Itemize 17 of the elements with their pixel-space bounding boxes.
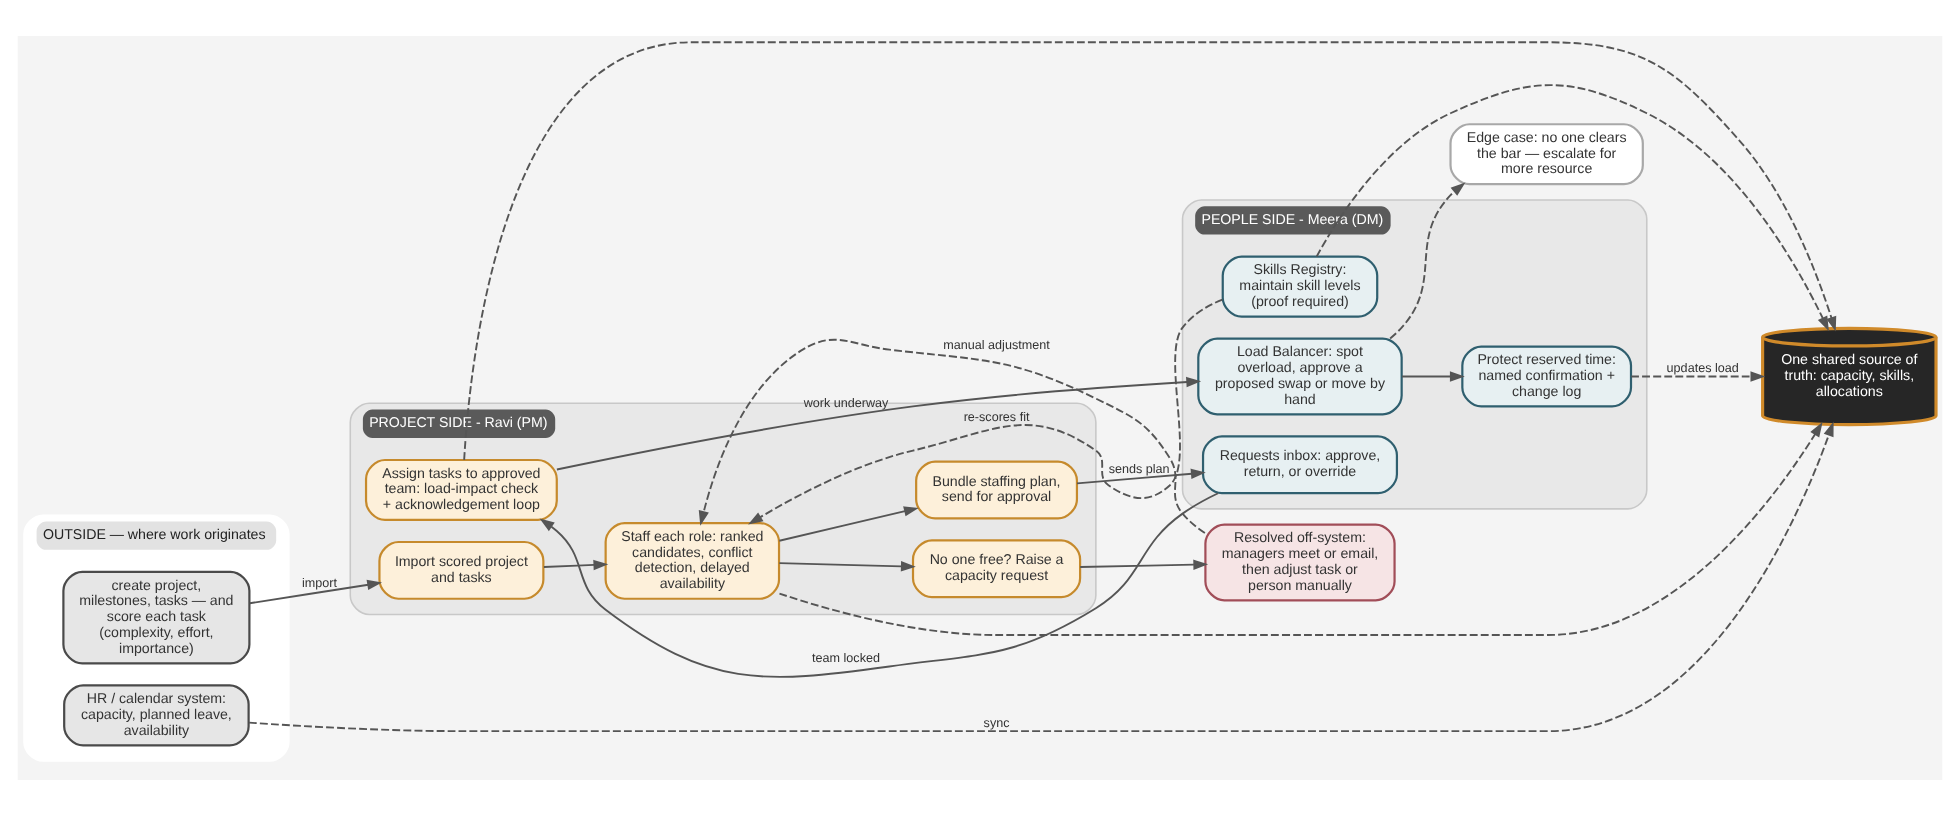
arrow xyxy=(778,422,1823,636)
arrow xyxy=(248,421,1834,733)
arrow xyxy=(539,492,1220,678)
arrow xyxy=(1076,468,1206,485)
arrow xyxy=(555,376,1202,471)
arrow xyxy=(698,338,1206,534)
arrow xyxy=(463,41,1837,461)
arrow xyxy=(542,559,609,571)
arrow xyxy=(748,298,1224,525)
arrow xyxy=(1079,559,1209,570)
arrow xyxy=(778,506,919,542)
arrow xyxy=(1401,371,1465,382)
arrow xyxy=(1389,182,1466,340)
arrow xyxy=(1630,371,1766,382)
arrow xyxy=(248,579,383,605)
arrow xyxy=(778,561,916,572)
arrow xyxy=(1315,84,1829,332)
